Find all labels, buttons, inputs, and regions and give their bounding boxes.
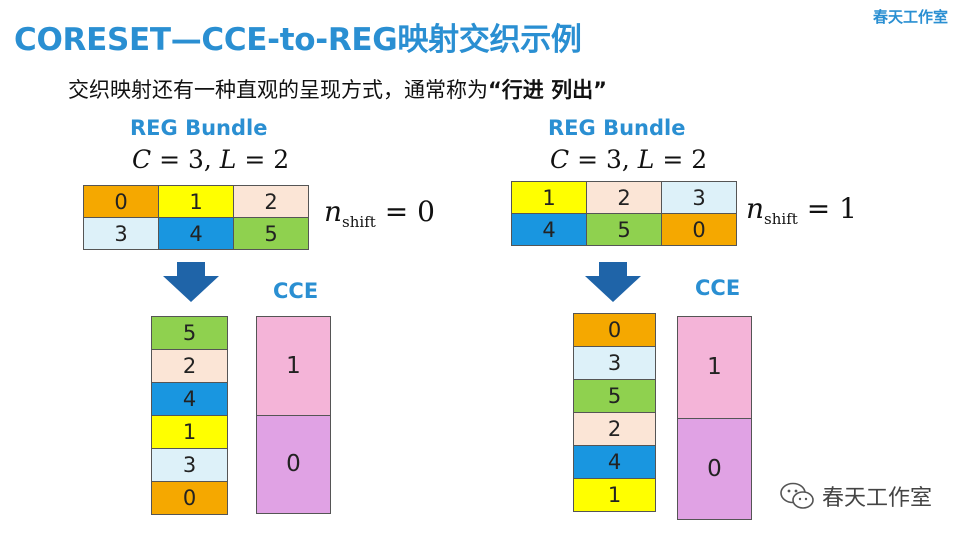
reg-bundle-cell: 2 [587,182,662,214]
interleaved-reg-cell: 2 [574,413,656,446]
page-title: CORESET—CCE-to-REG映射交织示例 [14,22,582,58]
reg-bundle-cell: 4 [512,214,587,246]
left-cce-label: CCE [273,279,319,303]
reg-bundle-cell: 3 [84,218,159,250]
interleaved-reg-cell: 0 [574,314,656,347]
cce-block: 0 [678,417,751,519]
interleaved-reg-cell: 3 [574,347,656,380]
reg-bundle-cell: 1 [512,182,587,214]
reg-bundle-cell: 5 [587,214,662,246]
interleaved-reg-cell: 3 [152,449,228,482]
reg-bundle-cell: 0 [84,186,159,218]
subtitle: 交织映射还有一种直观的呈现方式，通常称为“行进 列出” [68,74,607,104]
down-arrow-icon [163,262,219,302]
interleaved-reg-cell: 4 [574,446,656,479]
watermark-text: 春天工作室 [821,486,932,511]
interleaved-reg-cell: 5 [152,317,228,350]
interleaved-reg-cell: 1 [574,479,656,512]
interleaved-reg-cell: 5 [574,380,656,413]
cce-block: 1 [257,317,330,415]
subtitle-text: 交织映射还有一种直观的呈现方式，通常称为 [68,78,488,102]
interleaved-reg-cell: 1 [152,416,228,449]
watermark: 春天工作室 [780,480,932,512]
reg-bundle-cell: 0 [662,214,737,246]
interleaved-reg-cell: 4 [152,383,228,416]
interleaved-reg-cell: 0 [152,482,228,515]
interleaved-reg-cell: 2 [152,350,228,383]
left-nshift: nshift = 0 [324,195,435,231]
right-cce-label: CCE [695,276,741,300]
subtitle-emphasis: “行进 列出” [488,78,607,102]
wechat-icon [780,482,814,509]
cce-block: 0 [257,414,330,513]
right-formula: C = 3, L = 2 [550,145,708,174]
right-bundle-label: REG Bundle [548,116,686,140]
left-formula: C = 3, L = 2 [132,145,290,174]
reg-bundle-cell: 4 [159,218,234,250]
cce-block: 1 [678,317,751,418]
reg-bundle-cell: 1 [159,186,234,218]
reg-bundle-cell: 3 [662,182,737,214]
down-arrow-icon [585,262,641,302]
left-bundle-label: REG Bundle [130,116,268,140]
reg-bundle-cell: 5 [234,218,309,250]
right-nshift: nshift = 1 [746,192,857,228]
brand-label: 春天工作室 [872,8,948,26]
reg-bundle-cell: 2 [234,186,309,218]
